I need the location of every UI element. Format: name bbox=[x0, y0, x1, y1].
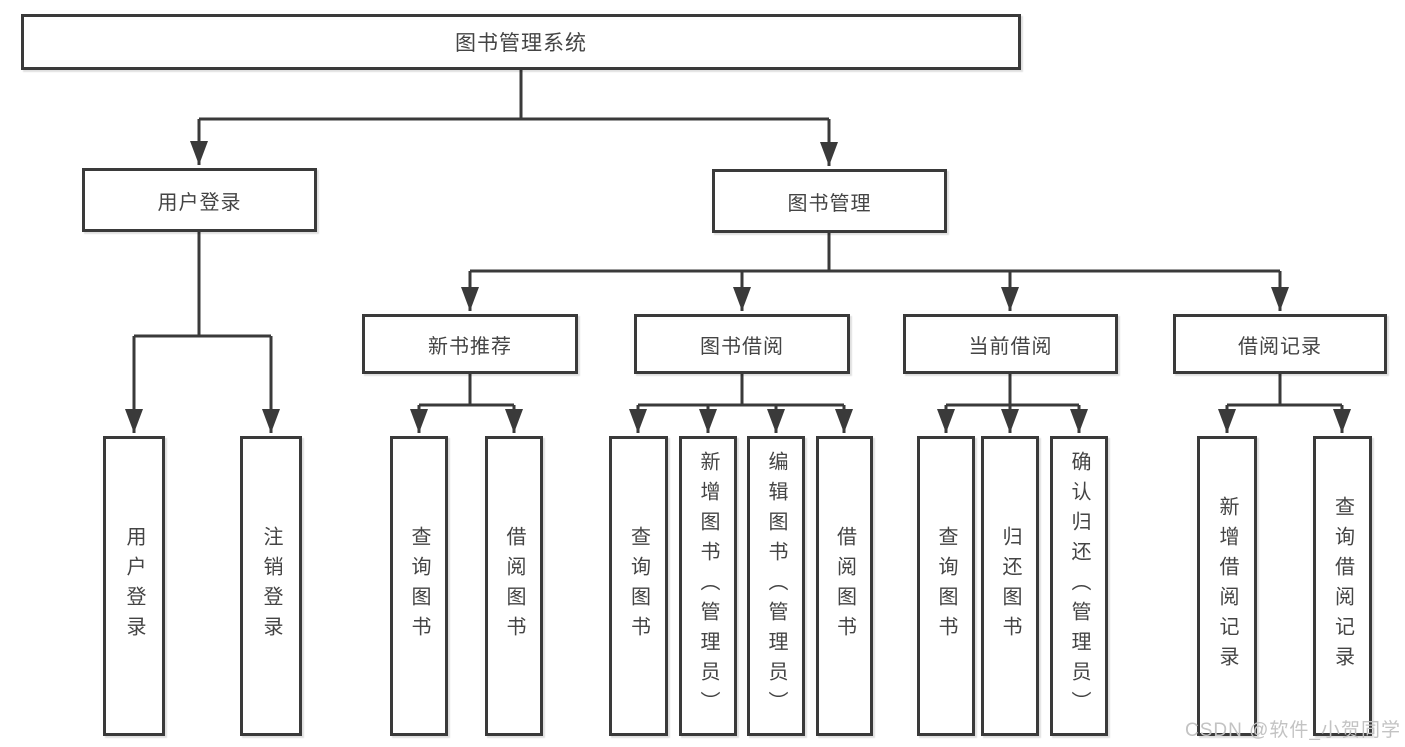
leaf-current-confirm-return-admin: 确认归还（管理员） bbox=[1050, 436, 1108, 736]
node-borrow-records: 借阅记录 bbox=[1173, 314, 1387, 374]
leaf-borrowing-search-books: 查询图书 bbox=[609, 436, 668, 736]
node-book-management: 图书管理 bbox=[712, 169, 947, 233]
leaf-records-add-record: 新增借阅记录 bbox=[1197, 436, 1257, 736]
leaf-borrowing-borrow-books: 借阅图书 bbox=[816, 436, 873, 736]
csdn-watermark: CSDN @软件_小贺同学 bbox=[1185, 720, 1401, 741]
arrow-segments bbox=[125, 119, 1351, 433]
leaf-current-search-books: 查询图书 bbox=[917, 436, 975, 736]
node-library-management-system: 图书管理系统 bbox=[21, 14, 1021, 70]
leaf-records-search-record: 查询借阅记录 bbox=[1313, 436, 1372, 736]
node-new-book-recommendation: 新书推荐 bbox=[362, 314, 578, 374]
leaf-newbooks-borrow-books: 借阅图书 bbox=[485, 436, 543, 736]
leaf-current-return-books: 归还图书 bbox=[981, 436, 1039, 736]
node-book-borrowing: 图书借阅 bbox=[634, 314, 850, 374]
node-user-login: 用户登录 bbox=[82, 168, 317, 232]
leaf-newbooks-search-books: 查询图书 bbox=[390, 436, 448, 736]
leaf-borrowing-edit-books-admin: 编辑图书（管理员） bbox=[747, 436, 805, 736]
leaf-logout: 注销登录 bbox=[240, 436, 302, 736]
node-current-borrowing: 当前借阅 bbox=[903, 314, 1118, 374]
leaf-borrowing-add-books-admin: 新增图书（管理员） bbox=[679, 436, 737, 736]
leaf-user-login: 用户登录 bbox=[103, 436, 165, 736]
